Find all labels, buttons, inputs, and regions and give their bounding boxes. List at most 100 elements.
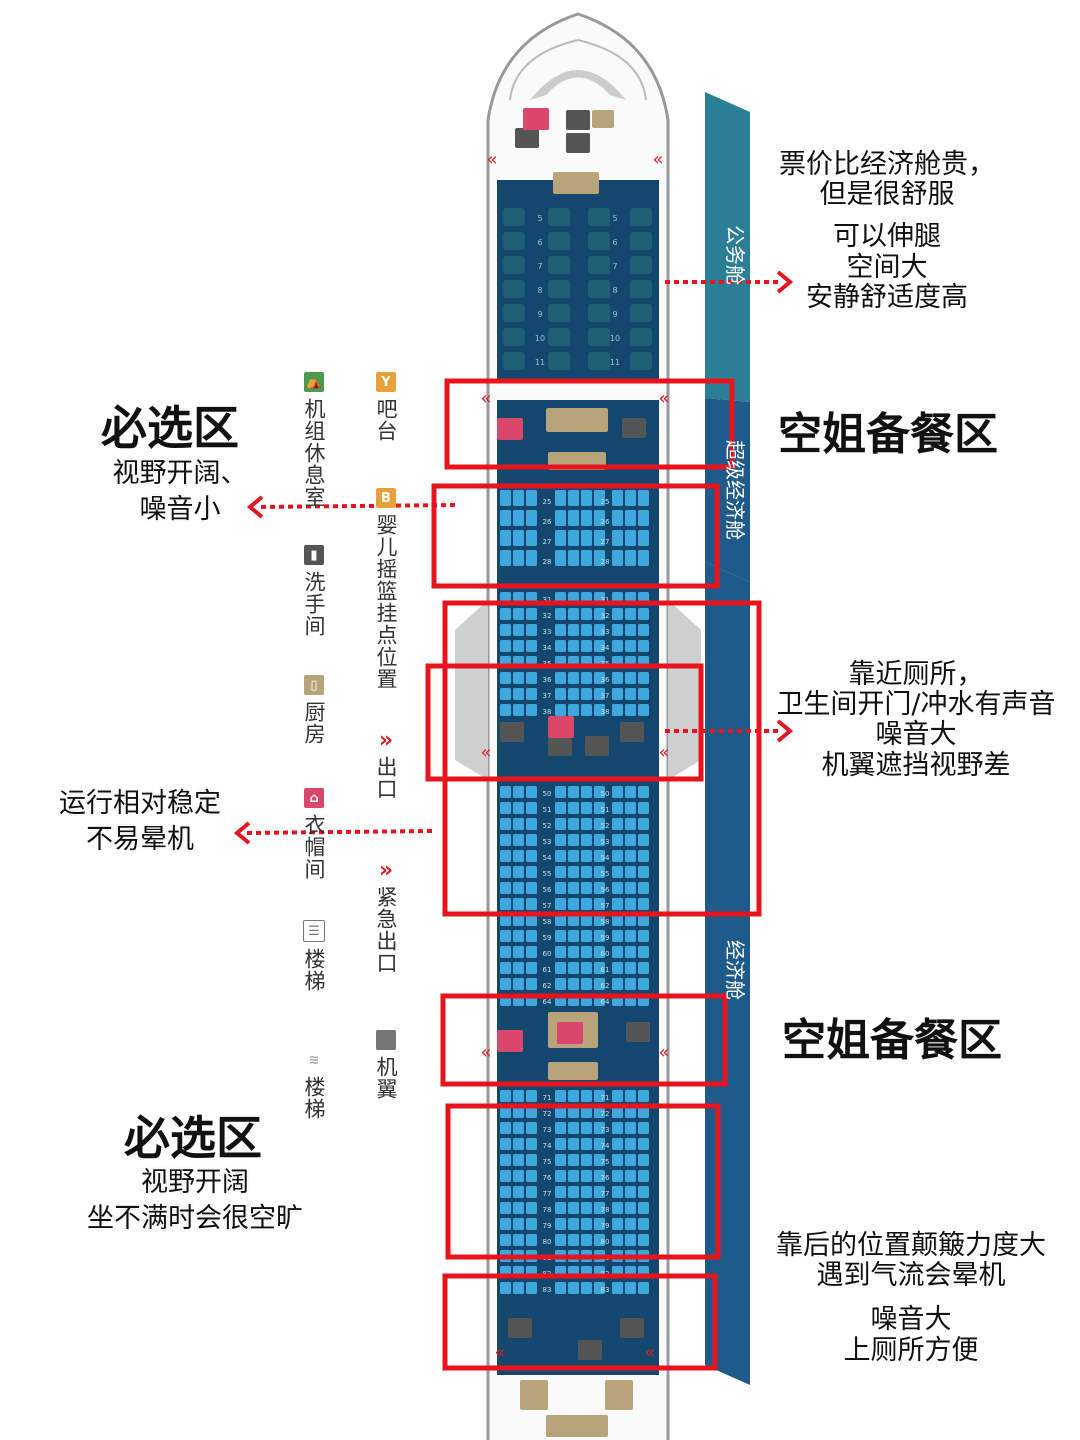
economy-front-seat <box>568 672 579 684</box>
highlight-box-rear-section <box>445 1103 721 1260</box>
must-rear-sub-line-1: 视野开阔 <box>141 1167 249 1198</box>
economy-front-seat <box>513 640 524 652</box>
row-number-business: 9 <box>612 310 617 319</box>
economy-rear-seat <box>526 1234 537 1246</box>
economy-mid-seat <box>594 962 605 974</box>
exit-marker: « <box>644 1342 655 1363</box>
premium-seat <box>581 510 592 526</box>
legend-label-crew-rest: 机组休息室 <box>302 398 326 508</box>
economy-rear-seat <box>638 1138 649 1150</box>
business-seat <box>630 256 652 274</box>
facilities-group: «««««««««« <box>480 108 670 1437</box>
row-number-economy-rear: 74 <box>601 1142 610 1150</box>
economy-mid-seat <box>612 818 623 830</box>
closet <box>548 716 574 738</box>
economy-rear-seat <box>594 1138 605 1150</box>
economy-mid-seat <box>526 930 537 942</box>
economy-front-seat <box>612 624 623 636</box>
highlight-box-mid-lavatory <box>425 663 704 782</box>
row-number-economy-rear: 77 <box>543 1190 552 1198</box>
row-number-economy-rear: 73 <box>543 1126 552 1134</box>
economy-mid-seat <box>594 930 605 942</box>
economy-rear-seat <box>513 1186 524 1198</box>
business-seat <box>503 304 525 322</box>
economy-mid-seat <box>568 914 579 926</box>
economy-mid-seat <box>638 850 649 862</box>
economy-rear-seat <box>513 1282 524 1294</box>
premium-seat <box>594 510 605 526</box>
economy-front-seat <box>638 640 649 652</box>
row-number-economy-rear: 73 <box>601 1126 610 1134</box>
rear-note-line-4: 上厕所方便 <box>843 1334 979 1366</box>
economy-rear-seat <box>625 1282 636 1294</box>
cabin-label-premium: 超级经济舱 <box>723 440 747 540</box>
legend-label-stairs: 楼梯 <box>302 948 326 992</box>
premium-seat <box>625 530 636 546</box>
right-wing-shadow <box>668 600 701 780</box>
economy-mid-seat <box>612 898 623 910</box>
economy-mid-seat <box>581 882 592 894</box>
economy-mid-seat <box>568 898 579 910</box>
economy-mid-seat <box>513 818 524 830</box>
economy-rear-seat <box>594 1090 605 1102</box>
row-number-economy-mid: 51 <box>601 806 610 814</box>
economy-rear-seat <box>526 1202 537 1214</box>
stairs-icon: ☰ <box>303 920 325 942</box>
economy-mid-seat <box>526 818 537 830</box>
economy-rear-seat <box>612 1170 623 1182</box>
premium-seat <box>638 510 649 526</box>
row-number-economy-front: 37 <box>543 692 552 700</box>
economy-rear-seat <box>526 1170 537 1182</box>
legend-item-galley: ▯ 厨房 <box>299 675 329 745</box>
premium-seat <box>500 530 511 546</box>
economy-rear-seat <box>555 1170 566 1182</box>
row-number-economy-front: 38 <box>601 708 610 716</box>
economy-rear-seat <box>500 1170 511 1182</box>
legend-item-bar: Y 吧台 <box>371 372 401 442</box>
economy-front-seat <box>625 672 636 684</box>
economy-mid-seat <box>638 898 649 910</box>
nose-inner-outline <box>509 38 647 101</box>
row-number-economy-mid: 58 <box>543 918 552 926</box>
economy-mid-seat <box>555 802 566 814</box>
economy-rear-seat <box>581 1106 592 1118</box>
economy-rear-seat <box>555 1122 566 1134</box>
lavatory <box>515 128 539 148</box>
economy-mid-seat <box>625 930 636 942</box>
economy-mid-seat <box>555 850 566 862</box>
crew-rest-icon: ⛺ <box>304 372 324 392</box>
row-number-business: 10 <box>535 334 545 343</box>
row-number-business: 8 <box>612 286 617 295</box>
economy-front-seat <box>513 704 524 716</box>
arrowhead-front-must <box>246 495 264 519</box>
premium-seat <box>594 550 605 566</box>
economy-mid-seat <box>513 786 524 798</box>
economy-rear-seat <box>581 1090 592 1102</box>
economy-rear-seat <box>638 1122 649 1134</box>
economy-rear-seat <box>568 1106 579 1118</box>
must-front-sub-line-2: 噪音小 <box>139 493 221 525</box>
economy-front-seat <box>555 624 566 636</box>
economy-mid-seat <box>638 962 649 974</box>
economy-mid-seat <box>625 946 636 958</box>
economy-mid-seat <box>513 866 524 878</box>
lavatory <box>620 1318 644 1338</box>
economy-front-seat <box>500 640 511 652</box>
economy-mid-seat <box>612 914 623 926</box>
economy-rear-seat <box>526 1138 537 1150</box>
economy-front-seat <box>581 624 592 636</box>
row-number-economy-mid: 54 <box>601 854 610 862</box>
economy-mid-seat <box>612 882 623 894</box>
premium-seat <box>500 550 511 566</box>
legend-label-galley: 厨房 <box>302 701 326 745</box>
economy-rear-seat <box>513 1106 524 1118</box>
highlight-box-front-galley <box>444 378 735 470</box>
row-number-economy-mid: 50 <box>543 790 552 798</box>
business-class-band <box>705 92 750 402</box>
economy-mid-seat <box>555 962 566 974</box>
lavatory <box>500 722 524 742</box>
row-number-economy-rear: 78 <box>601 1206 610 1214</box>
economy-front-seat <box>638 608 649 620</box>
row-number-economy-mid: 61 <box>601 966 610 974</box>
business-seat <box>503 328 525 346</box>
